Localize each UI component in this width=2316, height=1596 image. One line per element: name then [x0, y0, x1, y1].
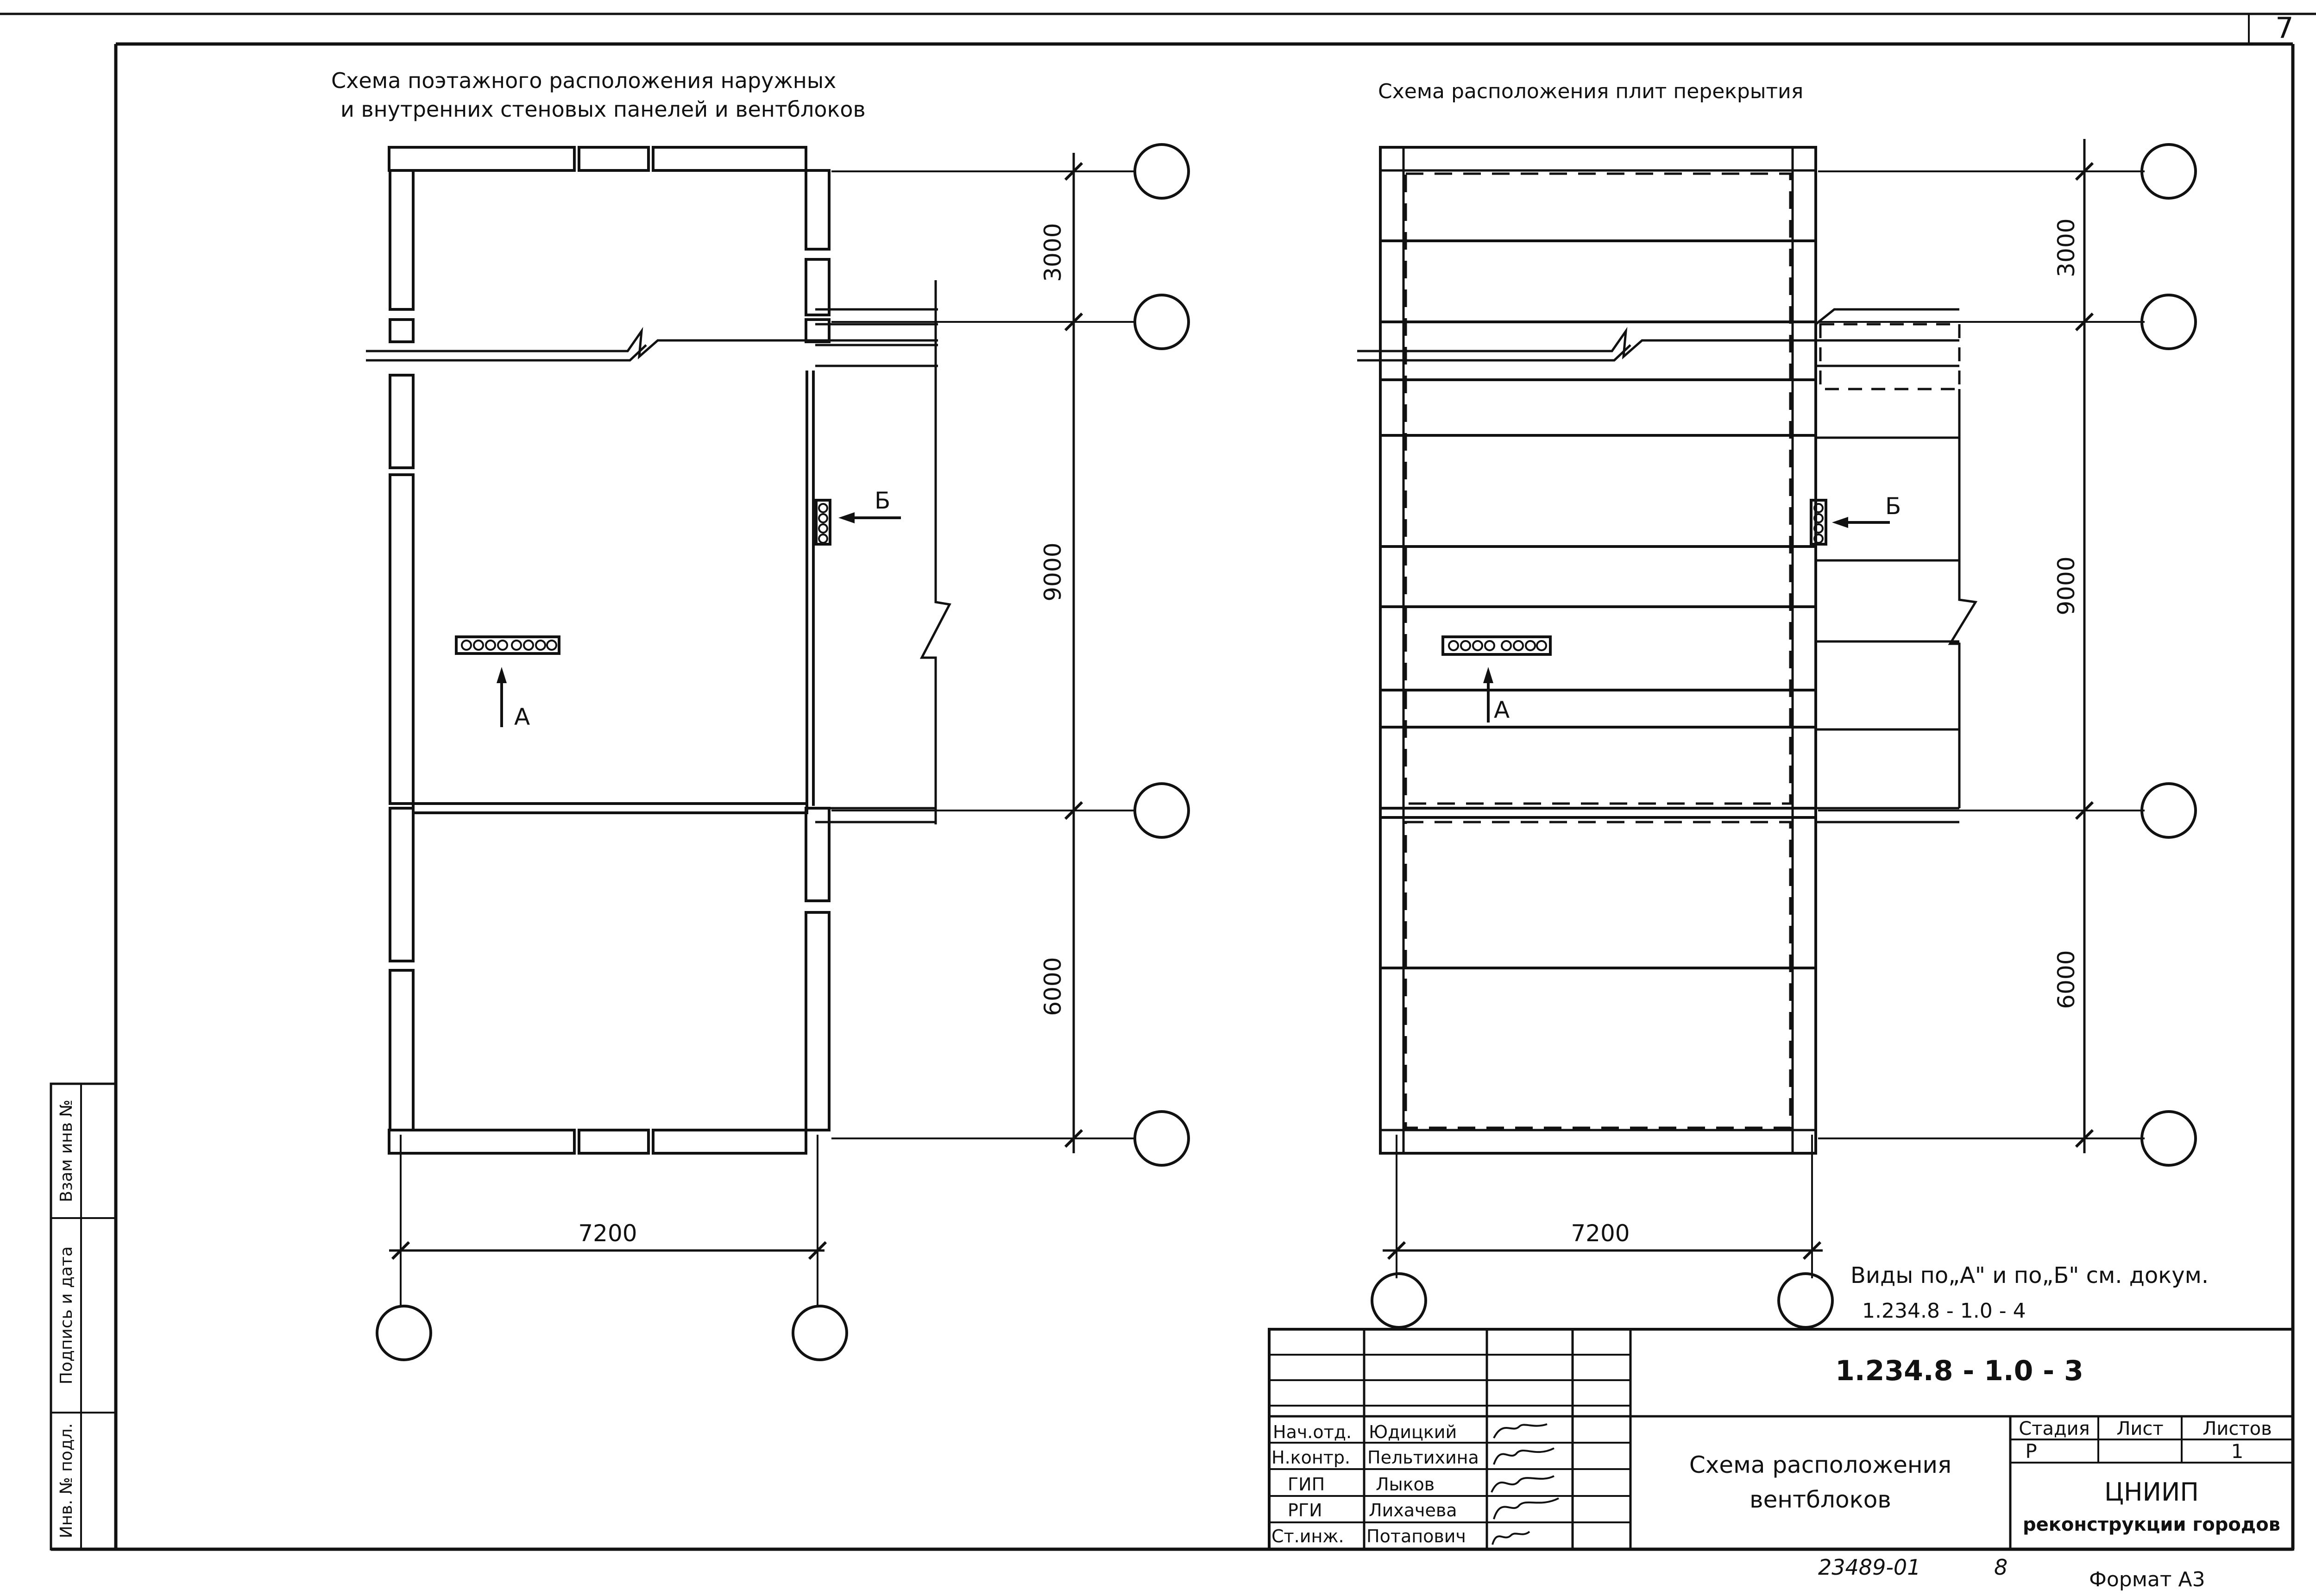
right-plan-axis-bubbles	[1371, 143, 2197, 1329]
right-plan-ventblock-vertical	[1810, 499, 1827, 546]
title-block-grid	[1268, 1328, 2294, 1551]
document-code: 1.234.8 - 1.0 - 3	[1835, 1355, 2083, 1387]
left-plan-dim-3000: 3000	[1039, 223, 1066, 282]
signature-row: РГИ Лихачева	[1288, 1497, 1559, 1521]
left-plan-view-arrow-b	[838, 512, 901, 523]
right-plan-slabs	[1357, 146, 1978, 1155]
left-plan-view-label-b: Б	[875, 487, 890, 514]
left-plan-axis-bubbles	[376, 143, 1190, 1361]
right-plan-dim-9000: 9000	[2053, 556, 2080, 615]
left-plan-title-line1: Схема поэтажного расположения наружных	[331, 68, 836, 93]
signature-name: Лыков	[1376, 1474, 1435, 1495]
left-plan-dim-7200: 7200	[578, 1220, 637, 1247]
reference-note-line1: Виды по„А" и по„Б" см. докум.	[1850, 1263, 2209, 1288]
signature-role: Нач.отд.	[1273, 1422, 1352, 1442]
signature-name: Юдицкий	[1369, 1422, 1457, 1442]
sheets-value: 1	[2231, 1440, 2244, 1463]
left-plan-title-line2: и внутренних стеновых панелей и вентблок…	[340, 97, 866, 122]
page-number: 8	[1994, 1555, 2008, 1580]
right-plan-view-label-a: А	[1494, 697, 1510, 723]
organization-line2: реконструкции городов	[2023, 1514, 2280, 1535]
paper-format: Формат А3	[2089, 1568, 2205, 1591]
signature-row: ГИП Лыков	[1288, 1474, 1554, 1495]
side-stamp-signature-label: Подпись и дата	[57, 1246, 76, 1384]
right-plan-view-label-b: Б	[1885, 493, 1901, 520]
side-stamp	[50, 1082, 117, 1551]
signature-role: Н.контр.	[1271, 1447, 1350, 1468]
left-plan-dim-9000: 9000	[1039, 542, 1066, 601]
right-plan-dimensions	[1383, 139, 2145, 1278]
reference-note-line2: 1.234.8 - 1.0 - 4	[1862, 1299, 2026, 1323]
right-plan-view-arrow-b	[1832, 517, 1890, 528]
sheets-header: Листов	[2203, 1418, 2272, 1439]
left-plan-dim-6000: 6000	[1039, 957, 1066, 1016]
right-plan-dim-3000: 3000	[2053, 218, 2080, 277]
signature-row: Н.контр. Пельтихина	[1271, 1447, 1554, 1468]
side-stamp-inventory-label: Инв. № подл.	[57, 1423, 76, 1538]
left-plan-walls	[366, 146, 951, 1155]
organization-line1: ЦНИИП	[2104, 1477, 2199, 1507]
signature-name: Пельтихина	[1367, 1447, 1479, 1468]
right-plan-dim-7200: 7200	[1571, 1220, 1630, 1247]
signature-row: Ст.инж. Потапович	[1271, 1526, 1530, 1546]
drawing-name-line1: Схема расположения	[1689, 1451, 1951, 1478]
drawing-name-line2: вентблоков	[1750, 1486, 1891, 1513]
left-plan-ventblock-vertical	[815, 499, 831, 546]
left-plan-view-label-a: А	[514, 704, 530, 730]
stage-value: Р	[2025, 1440, 2037, 1463]
left-plan-view-arrow-a	[497, 667, 507, 727]
sheet-frame	[0, 13, 2316, 1551]
right-plan-view-arrow-a	[1483, 667, 1493, 723]
sheet-header: Лист	[2116, 1418, 2163, 1439]
left-plan-ventblock-horizontal	[455, 635, 560, 655]
sheet-number: 7	[2275, 11, 2293, 45]
signature-name: Потапович	[1366, 1526, 1466, 1546]
right-plan-ventblock-horizontal	[1441, 635, 1552, 656]
signature-role: РГИ	[1288, 1500, 1322, 1521]
side-stamp-replacement-label: Взам инв №	[57, 1100, 76, 1202]
right-plan-title: Схема расположения плит перекрытия	[1378, 80, 1803, 103]
stage-header: Стадия	[2019, 1418, 2089, 1439]
inventory-number: 23489-01	[1818, 1555, 1920, 1580]
right-plan-dim-6000: 6000	[2053, 950, 2080, 1009]
signature-role: Ст.инж.	[1271, 1526, 1344, 1546]
left-plan-dimensions	[389, 153, 1135, 1306]
signature-row: Нач.отд. Юдицкий	[1273, 1422, 1548, 1442]
signature-role: ГИП	[1288, 1474, 1325, 1495]
signature-name: Лихачева	[1369, 1500, 1457, 1521]
